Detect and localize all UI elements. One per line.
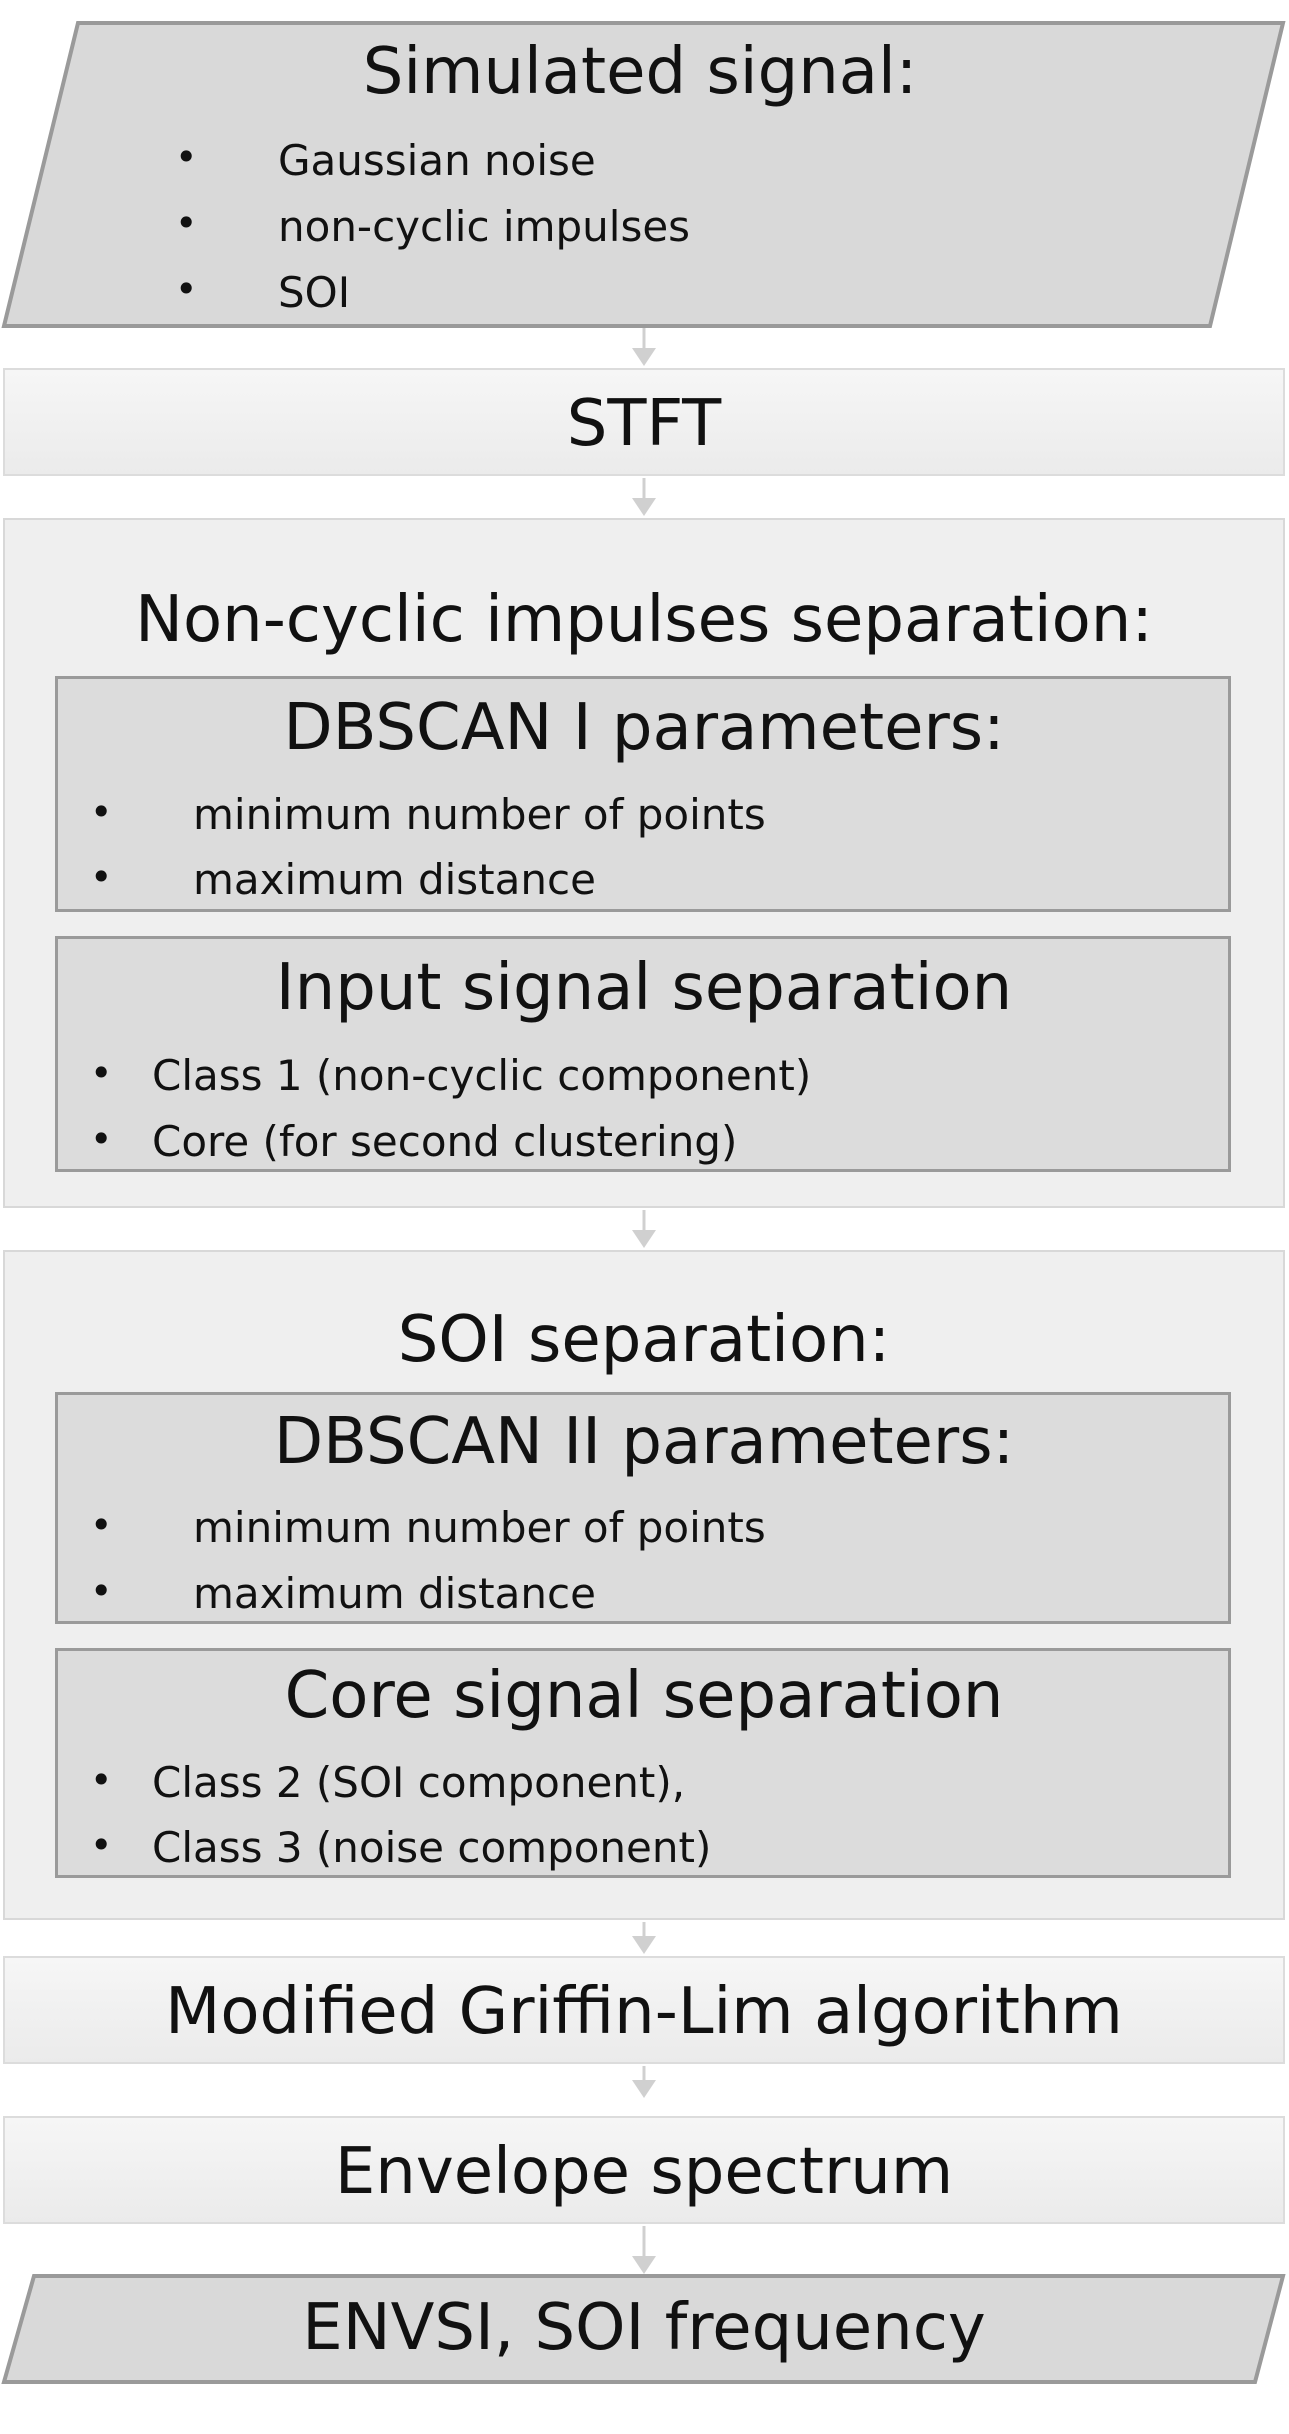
core-separation-class2: Class 2 (SOI component),	[152, 1758, 686, 1807]
input-bullet-2: •	[175, 201, 198, 245]
arrow-griffin-to-envelope	[632, 2066, 656, 2098]
noncyclic-title: Non-cyclic impulses separation:	[135, 583, 1153, 657]
input-parallelogram	[1, 21, 1286, 328]
dbscan-ii-box	[55, 1392, 1231, 1624]
input-separation-title: Input signal separation	[275, 951, 1013, 1025]
griffin-lim-box	[3, 1956, 1285, 2064]
input-title: Simulated signal:	[362, 35, 918, 109]
griffin-lim-label: Modified Griffin-Lim algorithm	[165, 1975, 1123, 2049]
input-bullet-3: •	[175, 267, 198, 311]
dbscan-i-bullet-1: •	[90, 790, 113, 834]
arrow-input-to-stft	[632, 328, 656, 366]
dbscan-ii-bullet-2: •	[90, 1569, 113, 1613]
input-item-soi: SOI	[278, 268, 351, 317]
envelope-spectrum-label: Envelope spectrum	[334, 2135, 954, 2209]
core-separation-bullet-1: •	[90, 1758, 113, 1802]
output-parallelogram	[1, 2274, 1286, 2384]
arrow-stft-to-noncyclic	[632, 478, 656, 516]
input-separation-bullet-1: •	[90, 1051, 113, 1095]
core-separation-class3: Class 3 (noise component)	[152, 1823, 712, 1872]
dbscan-i-box	[55, 676, 1231, 912]
soi-title: SOI separation:	[397, 1303, 891, 1377]
envelope-spectrum-box	[3, 2116, 1285, 2224]
core-separation-box	[55, 1648, 1231, 1878]
dbscan-ii-title: DBSCAN II parameters:	[273, 1405, 1015, 1479]
dbscan-ii-item-min-points: minimum number of points	[193, 1503, 766, 1552]
input-separation-core: Core (for second clustering)	[152, 1117, 738, 1166]
dbscan-i-item-max-distance: maximum distance	[193, 855, 596, 904]
input-item-gaussian: Gaussian noise	[278, 136, 596, 185]
dbscan-i-item-min-points: minimum number of points	[193, 790, 766, 839]
output-label: ENVSI, SOI frequency	[302, 2291, 986, 2365]
arrow-noncyclic-to-soi	[632, 1210, 656, 1248]
stft-box	[3, 368, 1285, 476]
input-separation-box	[55, 936, 1231, 1172]
input-item-impulses: non-cyclic impulses	[278, 202, 691, 251]
arrow-soi-to-griffin	[632, 1922, 656, 1954]
dbscan-ii-bullet-1: •	[90, 1503, 113, 1547]
arrow-envelope-to-output	[632, 2226, 656, 2274]
input-separation-class1: Class 1 (non-cyclic component)	[152, 1051, 812, 1100]
dbscan-i-bullet-2: •	[90, 855, 113, 899]
dbscan-ii-item-max-distance: maximum distance	[193, 1569, 596, 1618]
stft-label: STFT	[566, 387, 722, 461]
input-bullet-1: •	[175, 135, 198, 179]
core-separation-bullet-2: •	[90, 1823, 113, 1867]
dbscan-i-title: DBSCAN I parameters:	[283, 691, 1005, 765]
input-separation-bullet-2: •	[90, 1117, 113, 1161]
core-separation-title: Core signal separation	[284, 1659, 1004, 1733]
